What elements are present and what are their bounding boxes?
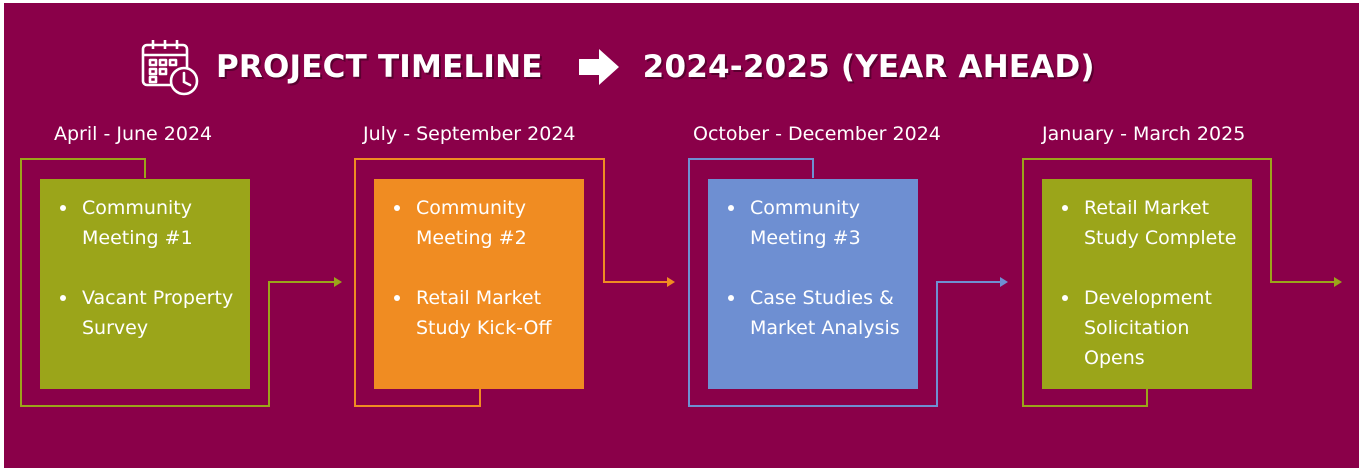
connector-phase-4 <box>1022 158 1342 407</box>
timeline-subtitle: 2024-2025 (YEAR AHEAD) <box>642 49 1095 85</box>
period-label-1: April - June 2024 <box>54 123 213 145</box>
list-item: Retail Market Study Complete <box>1056 193 1240 253</box>
period-label-3: October - December 2024 <box>693 123 941 145</box>
phase-4-items: Retail Market Study Complete Development… <box>1056 193 1240 373</box>
list-item: Vacant Property Survey <box>54 283 238 343</box>
phase-2-items: Community Meeting #2 Retail Market Study… <box>388 193 572 343</box>
timeline-header: PROJECT TIMELINE 2024-2025 (YEAR AHEAD) <box>140 37 1095 97</box>
phase-box-3: Community Meeting #3 Case Studies & Mark… <box>708 179 918 389</box>
connector-phase-1 <box>20 158 342 407</box>
connector-phase-2 <box>354 158 675 407</box>
arrow-right-icon <box>578 49 619 85</box>
phase-box-1: Community Meeting #1 Vacant Property Sur… <box>40 179 250 389</box>
list-item: Community Meeting #1 <box>54 193 238 253</box>
phase-box-4: Retail Market Study Complete Development… <box>1042 179 1252 389</box>
list-item: Development Solicitation Opens <box>1056 283 1240 373</box>
period-label-4: January - March 2025 <box>1042 123 1246 145</box>
list-item: Community Meeting #2 <box>388 193 572 253</box>
timeline-canvas: PROJECT TIMELINE 2024-2025 (YEAR AHEAD) … <box>4 3 1359 468</box>
connector-phase-3 <box>688 158 1008 407</box>
list-item: Case Studies & Market Analysis <box>722 283 906 343</box>
phase-3-items: Community Meeting #3 Case Studies & Mark… <box>722 193 906 343</box>
phase-1-items: Community Meeting #1 Vacant Property Sur… <box>54 193 238 343</box>
calendar-clock-icon <box>141 40 199 96</box>
list-item: Community Meeting #3 <box>722 193 906 253</box>
list-item: Retail Market Study Kick-Off <box>388 283 572 343</box>
timeline-title: PROJECT TIMELINE <box>216 49 543 85</box>
phase-box-2: Community Meeting #2 Retail Market Study… <box>374 179 584 389</box>
period-label-2: July - September 2024 <box>363 123 576 145</box>
connector-lines <box>20 158 1342 407</box>
